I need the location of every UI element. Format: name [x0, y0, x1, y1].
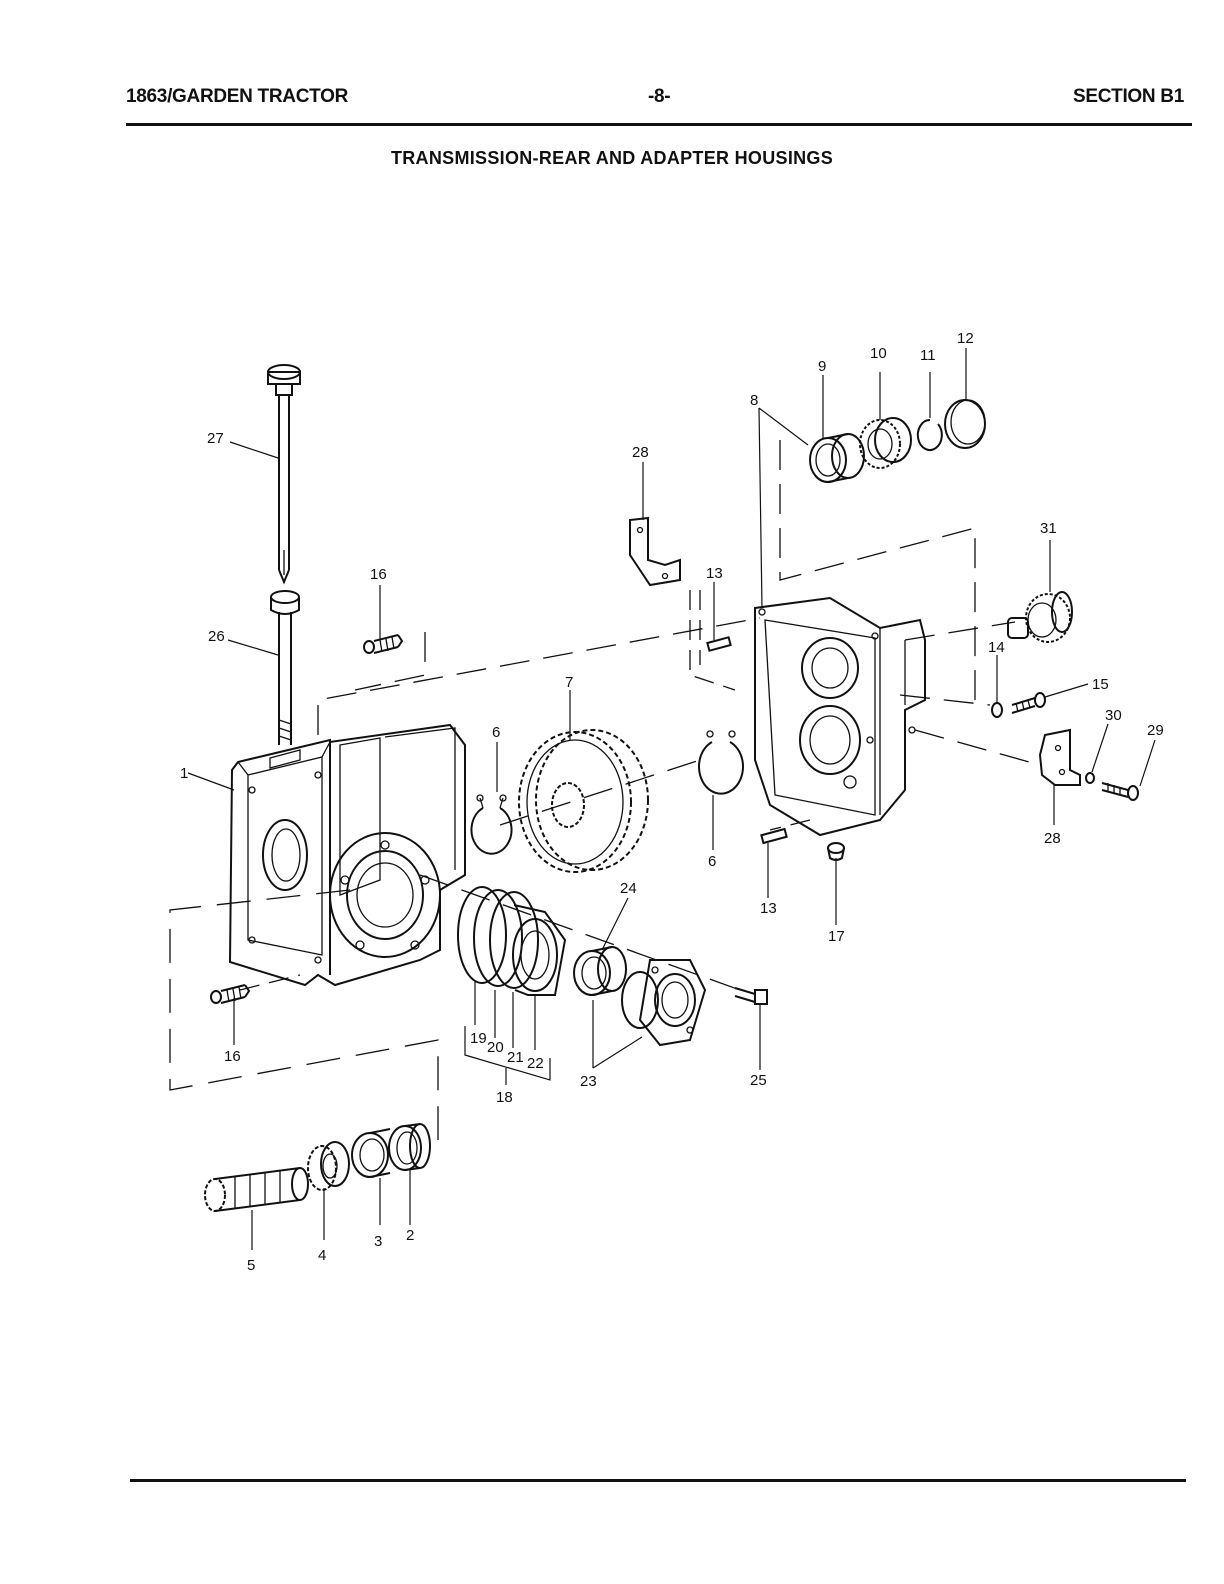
assembly-lines: [170, 440, 1040, 1140]
callout-19: 19: [470, 1030, 487, 1047]
callout-5: 5: [247, 1257, 255, 1274]
callout-17: 17: [828, 928, 845, 945]
pin-13-lower: [761, 829, 786, 843]
bearing-cup-9: [810, 434, 864, 482]
callout-11: 11: [920, 347, 936, 364]
gear-7: [519, 730, 648, 872]
callout-20: 20: [487, 1039, 504, 1056]
callout-28-upper: 28: [632, 444, 649, 461]
pinion-5: [205, 1168, 308, 1211]
callout-29: 29: [1147, 722, 1164, 739]
bolt-16-lower: [211, 985, 249, 1003]
callout-28-right: 28: [1044, 830, 1061, 847]
washer-30: [1086, 773, 1094, 783]
callout-13-lower: 13: [760, 900, 777, 917]
callout-15: 15: [1092, 676, 1109, 693]
bolt-16-upper: [364, 635, 402, 653]
callout-6-left: 6: [492, 724, 500, 741]
bolt-15: [1012, 693, 1045, 713]
dipstick-27: [268, 365, 300, 582]
callout-18: 18: [496, 1089, 513, 1106]
callout-16-lower: 16: [224, 1048, 241, 1065]
leader-lines: [188, 348, 1155, 1250]
callout-labels: 1 2 3 4 5 6 6 7 8 9 10 11 12 13 13 14 15…: [180, 330, 1164, 1274]
shaft-bearing-31: [1008, 592, 1072, 642]
callout-13-upper: 13: [706, 565, 723, 582]
callout-24: 24: [620, 880, 637, 897]
callout-23: 23: [580, 1073, 597, 1090]
roller-bearing-10: [860, 418, 911, 468]
callout-12: 12: [957, 330, 974, 347]
snap-ring-6-left: [472, 795, 512, 854]
callout-22: 22: [527, 1055, 544, 1072]
dipstick-tube-26: [271, 591, 299, 745]
callout-3: 3: [374, 1233, 382, 1250]
callout-7: 7: [565, 674, 573, 691]
callout-10: 10: [870, 345, 887, 362]
callout-6-right: 6: [708, 853, 716, 870]
bolt-29: [1102, 783, 1138, 800]
callout-27: 27: [207, 430, 224, 447]
footer-rule: [130, 1479, 1186, 1482]
callout-16-upper: 16: [370, 566, 387, 583]
snap-ring-11: [918, 420, 942, 450]
bracket-28-upper: [630, 518, 680, 585]
bearing-cup-24: [574, 947, 626, 995]
callout-4: 4: [318, 1247, 326, 1264]
adapter-housing: [755, 598, 925, 835]
callout-25: 25: [750, 1072, 767, 1089]
callout-9: 9: [818, 358, 826, 375]
bolt-25: [735, 988, 767, 1004]
bearing-cup-2: [389, 1124, 430, 1170]
callout-14: 14: [988, 639, 1005, 656]
callout-31: 31: [1040, 520, 1057, 537]
callout-21: 21: [507, 1049, 524, 1066]
bracket-28-right: [1040, 730, 1080, 785]
cap-12: [945, 400, 985, 448]
pin-13-upper: [707, 637, 730, 650]
callout-8: 8: [750, 392, 758, 409]
transmission-case-1: [230, 725, 465, 985]
plug-17: [828, 843, 844, 860]
callout-30: 30: [1105, 707, 1122, 724]
washer-14: [992, 703, 1002, 717]
callout-2: 2: [406, 1227, 414, 1244]
bearing-4: [308, 1142, 349, 1190]
snap-ring-6-right: [699, 731, 743, 794]
bearing-cup-3: [352, 1129, 390, 1177]
callout-26: 26: [208, 628, 225, 645]
callout-1: 1: [180, 765, 188, 782]
shims-19-22: [458, 887, 565, 995]
